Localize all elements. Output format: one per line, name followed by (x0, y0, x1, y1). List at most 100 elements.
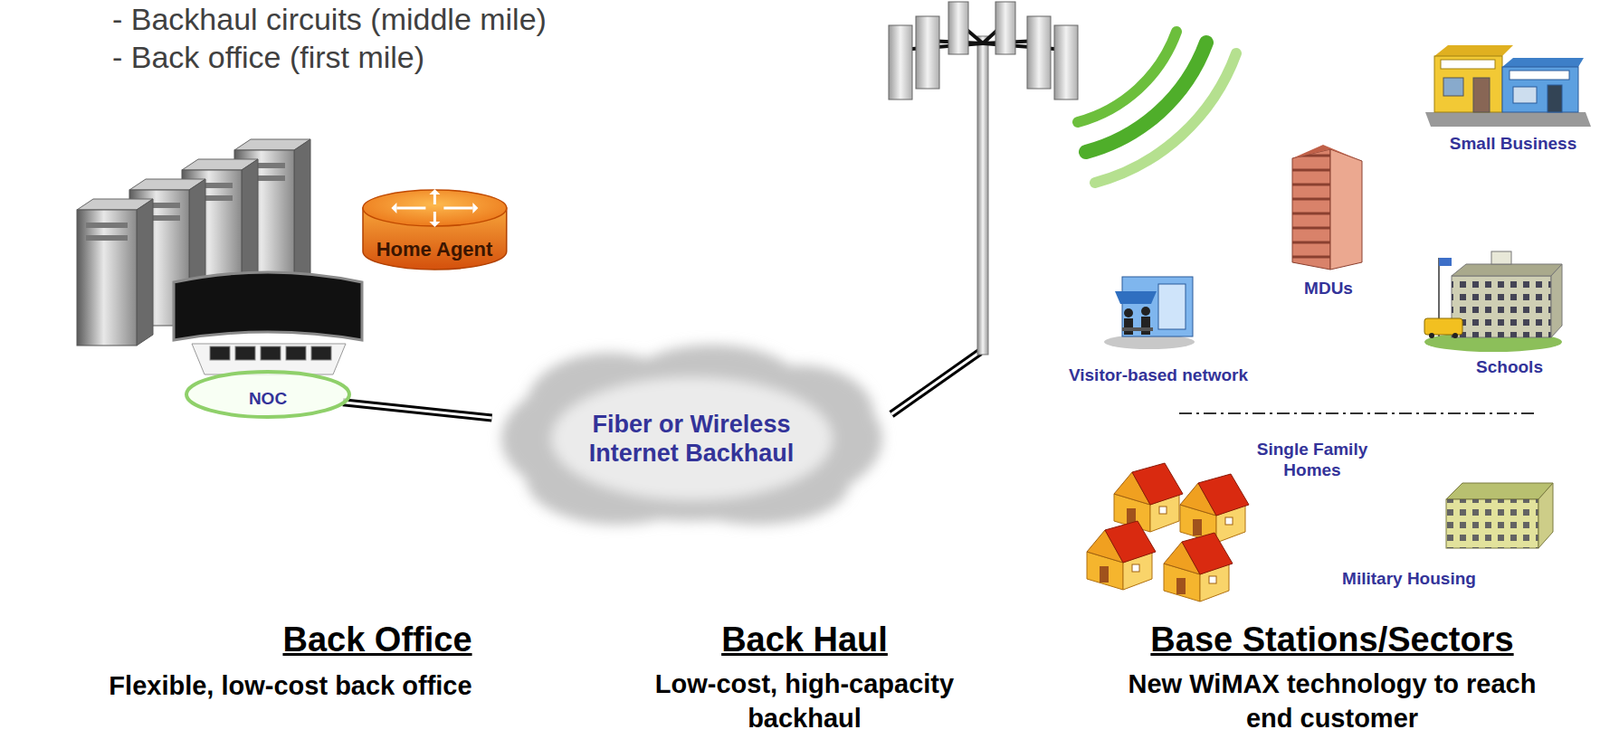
military-housing-icon (1538, 483, 1553, 549)
node-outline (390, 202, 397, 214)
node-outline (186, 371, 350, 418)
backhaul-connector (342, 402, 493, 419)
node-outline (443, 207, 473, 210)
node-outline (472, 202, 478, 214)
visitor-network-icon (1122, 276, 1193, 337)
cell-tower (1054, 25, 1078, 100)
visitor-network-icon (1114, 291, 1157, 305)
backhaul-connector (342, 402, 493, 419)
site-label: Single Family Homes (1239, 439, 1385, 482)
small-business-icon (1509, 70, 1570, 80)
node-outline (362, 190, 507, 227)
backhaul-connector (342, 402, 493, 419)
server-stack (136, 199, 153, 346)
node-outline (551, 377, 833, 501)
mdu-building (1292, 149, 1331, 270)
small-business-icon (1425, 45, 1591, 127)
school-icon (1428, 333, 1435, 339)
site-label: Military Housing (1342, 569, 1477, 591)
node-outline (396, 207, 426, 210)
school-icon (1438, 257, 1452, 267)
section-heading: Base Stations/Sectors (1150, 620, 1514, 661)
houses-icon (1163, 533, 1233, 602)
radio-waves (1095, 53, 1237, 183)
node-outline (501, 344, 883, 525)
noc-console (173, 272, 362, 341)
mdu-building (1292, 144, 1362, 162)
school-icon (1424, 251, 1562, 353)
visitor-network-icon (1123, 318, 1134, 335)
school-icon (1491, 251, 1512, 265)
noc-console (311, 346, 332, 361)
military-housing-icon (1446, 483, 1553, 549)
visitor-network-icon (1141, 316, 1151, 335)
node-label: Home Agent (376, 238, 494, 262)
noc-node: NOC (184, 370, 352, 420)
node-label: NOC (248, 389, 287, 410)
node-outline (433, 194, 437, 205)
mdu-building (1292, 149, 1331, 270)
server-stack (85, 235, 128, 241)
noc-console (285, 346, 306, 361)
small-business-icon (1434, 45, 1514, 57)
military-housing-icon (1446, 499, 1539, 549)
bullet-text: - Back office (first mile) (112, 39, 425, 76)
node-outline (428, 221, 440, 228)
node-outline (428, 189, 440, 195)
school-icon (1551, 264, 1562, 338)
school-icon (1424, 318, 1463, 335)
small-business-icon (1547, 85, 1562, 113)
node-label: Fiber or Wireless Internet Backhaul (569, 409, 814, 469)
cell-tower (995, 1, 1016, 55)
node-outline (433, 211, 437, 222)
visitor-network-icon (1141, 306, 1151, 316)
small-business-icon (1425, 112, 1591, 127)
small-business-icon (1502, 57, 1584, 67)
cell-tower (888, 1, 1078, 355)
node-outline (485, 336, 899, 542)
cell-tower (948, 1, 969, 55)
visitor-network-icon (1122, 327, 1153, 332)
visitor-network-icon (1104, 276, 1195, 350)
small-business-icon (1434, 56, 1503, 113)
noc-console (191, 343, 346, 375)
server-stack (85, 222, 128, 229)
houses-icon (1086, 463, 1249, 602)
section-subtitle: Low-cost, high-capacity backhaul (605, 667, 1004, 736)
backhaul-link (891, 352, 981, 415)
school-icon (1451, 264, 1562, 277)
radio-waves (1077, 31, 1237, 183)
school-icon (1451, 276, 1552, 338)
cell-tower (977, 36, 989, 355)
small-business-icon (1440, 59, 1496, 69)
site-label: Visitor-based network (1068, 365, 1248, 387)
military-housing-icon (1446, 499, 1539, 549)
noc-console (173, 272, 362, 375)
small-business-icon (1502, 66, 1579, 113)
small-business-icon (1473, 77, 1490, 113)
small-business-icon (1443, 77, 1464, 96)
backhaul-link (891, 352, 981, 415)
houses-icon (1086, 521, 1156, 591)
visitor-network-icon (1123, 308, 1134, 318)
mdu-building (1330, 149, 1362, 270)
houses-icon (1114, 463, 1183, 533)
school-icon (1452, 333, 1458, 339)
server-stack (76, 199, 153, 346)
router-node: Home Agent (361, 188, 509, 272)
mdu-building (1292, 144, 1362, 270)
site-label: Schools (1476, 357, 1543, 379)
server-stack (76, 209, 137, 346)
bullet-text: - Backhaul circuits (middle mile) (112, 1, 547, 38)
noc-console (235, 346, 256, 361)
section-subtitle: Flexible, low-cost back office (108, 669, 472, 705)
small-business-icon (1513, 86, 1537, 104)
site-label: Small Business (1449, 133, 1577, 155)
server-stack (294, 139, 311, 286)
noc-console (209, 346, 230, 361)
site-label: MDUs (1304, 278, 1353, 300)
cell-tower (915, 16, 940, 89)
section-heading: Back Haul (721, 620, 888, 661)
visitor-network-icon (1158, 284, 1186, 330)
